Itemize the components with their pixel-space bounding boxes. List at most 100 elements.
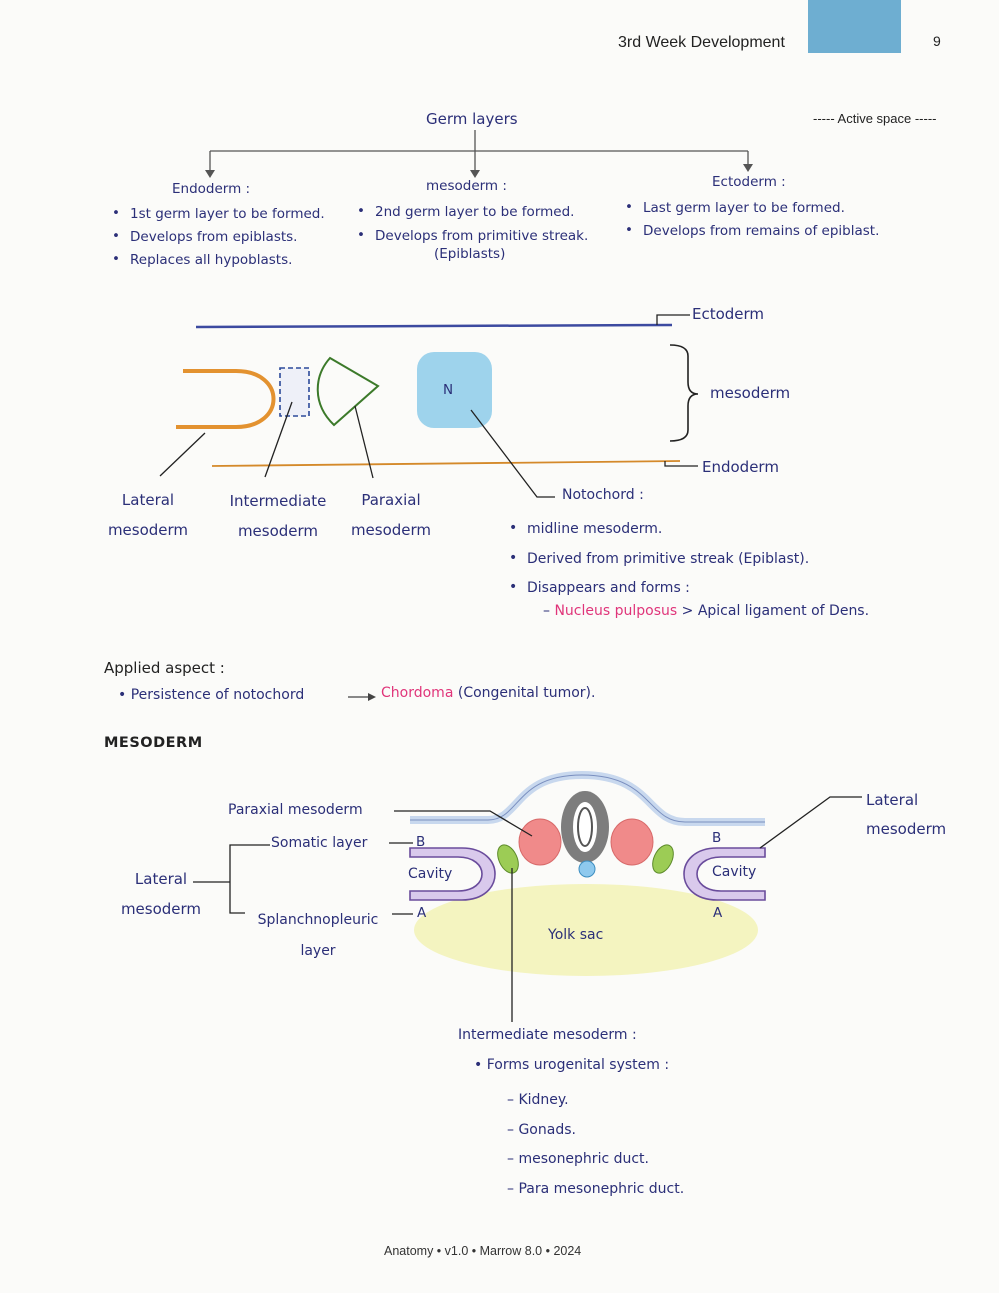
mesoderm-note: (Epiblasts) bbox=[434, 246, 506, 262]
intermediate-mesoderm-shape bbox=[279, 367, 310, 417]
list-item: Last germ layer to be formed. bbox=[625, 196, 879, 220]
label-line: Lateral bbox=[134, 870, 188, 888]
list-item: 2nd germ layer to be formed. bbox=[357, 199, 588, 224]
urogenital-text: Forms urogenital system : bbox=[486, 1057, 670, 1073]
mesoderm-points: 2nd germ layer to be formed. Develops fr… bbox=[357, 199, 588, 248]
ectoderm-title: Ectoderm : bbox=[712, 174, 786, 190]
bullet: • bbox=[118, 687, 131, 703]
label-line: mesoderm bbox=[120, 900, 202, 918]
page-number: 9 bbox=[933, 33, 941, 49]
mesoderm-label: mesoderm bbox=[710, 384, 791, 402]
somite-right bbox=[610, 818, 654, 866]
list-item: – Para mesonephric duct. bbox=[507, 1180, 685, 1197]
list-item: midline mesoderm. bbox=[509, 514, 809, 545]
header-tab bbox=[808, 0, 901, 53]
page-header-title: 3rd Week Development bbox=[618, 34, 785, 51]
intermediate-mesoderm-label: Intermediate mesoderm bbox=[220, 486, 336, 546]
list-item: Replaces all hypoblasts. bbox=[112, 248, 325, 272]
mesoderm-brace bbox=[669, 344, 699, 442]
germ-layers-title: Germ layers bbox=[426, 110, 518, 128]
intermediate-right bbox=[652, 844, 674, 874]
applied-aspect-title: Applied aspect : bbox=[104, 659, 225, 677]
intermediate-mesoderm-title: Intermediate mesoderm : bbox=[458, 1027, 637, 1043]
intermediate-left bbox=[497, 844, 519, 874]
endoderm-pointer bbox=[664, 461, 698, 467]
paraxial-mesoderm-label: Paraxial mesoderm bbox=[343, 485, 439, 545]
paramesonephric-duct: Para mesonephric duct. bbox=[518, 1180, 685, 1197]
a-left-label: A bbox=[417, 905, 427, 921]
page-footer: Anatomy • v1.0 • Marrow 8.0 • 2024 bbox=[384, 1244, 582, 1258]
intermediate-pointer bbox=[264, 401, 293, 478]
endoderm-label: Endoderm bbox=[702, 458, 779, 476]
ectoderm-pointer bbox=[656, 314, 690, 325]
label-line: Splanchnopleuric bbox=[257, 912, 379, 928]
yolk-sac-shape bbox=[414, 884, 758, 976]
mesoderm-title: mesoderm : bbox=[426, 178, 507, 194]
list-item: Develops from primitive streak. bbox=[357, 223, 588, 248]
label-line: Lateral bbox=[121, 491, 175, 509]
notochord-subitem: – Nucleus pulposus > Apical ligament of … bbox=[543, 603, 869, 619]
lateral-pointer bbox=[159, 432, 206, 477]
notochord-title: Notochord : bbox=[562, 487, 644, 503]
chordoma: Chordoma bbox=[381, 685, 454, 701]
list-item: Develops from epiblasts. bbox=[112, 225, 325, 249]
lateral-mesoderm-right-label: Lateral mesoderm bbox=[866, 786, 946, 844]
persistence-text: Persistence of notochord bbox=[130, 687, 305, 703]
yolk-sac-label: Yolk sac bbox=[548, 927, 604, 943]
label-line: mesoderm bbox=[350, 521, 432, 539]
mesonephric-duct: mesonephric duct. bbox=[518, 1151, 649, 1167]
ectoderm-label: Ectoderm bbox=[692, 305, 765, 323]
label-line: mesoderm bbox=[107, 521, 189, 539]
applied-aspect-point: • Persistence of notochord bbox=[118, 687, 304, 703]
list-item: Disappears and forms : bbox=[509, 573, 809, 604]
label-line: Lateral bbox=[866, 791, 919, 809]
dash: – bbox=[543, 603, 555, 619]
paraxial-pointer bbox=[354, 405, 374, 479]
paraxial-mesoderm-shape bbox=[316, 356, 380, 427]
list-item: – Gonads. bbox=[507, 1121, 576, 1138]
notochord-circle bbox=[578, 860, 596, 878]
somatic-layer-label: Somatic layer bbox=[271, 835, 368, 851]
diagram2-pointers bbox=[193, 796, 862, 1022]
lateral-mesoderm-shape bbox=[176, 369, 276, 429]
lateral-mesoderm-label: Lateral mesoderm bbox=[100, 485, 196, 545]
nucleus-pulposus: Nucleus pulposus bbox=[554, 603, 678, 619]
list-item: 1st germ layer to be formed. bbox=[112, 202, 325, 226]
list-item: Develops from remains of epiblast. bbox=[625, 219, 879, 243]
endoderm-title: Endoderm : bbox=[172, 181, 251, 197]
lateral-plate-right bbox=[683, 847, 766, 901]
urogenital-subitems: – Kidney. – Gonads. – mesonephric duct. … bbox=[507, 1086, 684, 1204]
endoderm-points: 1st germ layer to be formed. Develops fr… bbox=[112, 202, 325, 272]
list-item: – mesonephric duct. bbox=[507, 1151, 649, 1167]
lateral-plate-left bbox=[409, 847, 496, 901]
mesoderm-heading: MESODERM bbox=[104, 735, 203, 751]
list-item: – Kidney. bbox=[507, 1092, 569, 1108]
notochord-points: midline mesoderm. Derived from primitive… bbox=[509, 514, 809, 604]
endoderm-line bbox=[211, 460, 681, 467]
congenital-tumor: (Congenital tumor). bbox=[457, 685, 596, 701]
bullet: • bbox=[474, 1057, 487, 1073]
paraxial-mesoderm-label-2: Paraxial mesoderm bbox=[228, 802, 363, 818]
label-line: Paraxial bbox=[361, 491, 421, 509]
apical-ligament: > Apical ligament of Dens. bbox=[681, 603, 870, 619]
tree-arrowheads bbox=[205, 164, 753, 178]
germ-layer-tree bbox=[209, 130, 749, 172]
notochord-pointer bbox=[470, 409, 555, 498]
label-line: layer bbox=[300, 943, 336, 959]
applied-arrowhead bbox=[368, 693, 376, 701]
label-line: Intermediate bbox=[229, 492, 327, 510]
label-line: mesoderm bbox=[866, 820, 947, 838]
notochord-shape bbox=[417, 352, 492, 428]
kidney: Kidney. bbox=[518, 1092, 569, 1108]
cavity-left-label: Cavity bbox=[408, 866, 453, 882]
somite-left bbox=[518, 818, 562, 866]
b-right-label: B bbox=[712, 830, 722, 846]
ectoderm-points: Last germ layer to be formed. Develops f… bbox=[625, 196, 879, 243]
label-line: mesoderm bbox=[237, 522, 319, 540]
active-space-label: ----- Active space ----- bbox=[813, 111, 937, 126]
list-item: Derived from primitive streak (Epiblast)… bbox=[509, 544, 809, 575]
splanchnopleuric-label: Splanchnopleuric layer bbox=[244, 905, 392, 967]
ectoderm-line bbox=[195, 323, 673, 329]
urogenital-point: • Forms urogenital system : bbox=[474, 1057, 669, 1073]
